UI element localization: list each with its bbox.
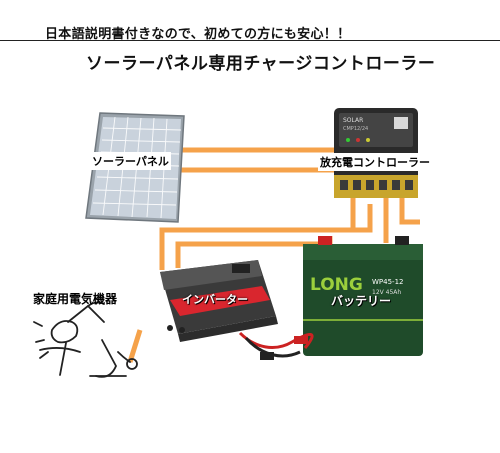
- home-appliance-sketch: [33, 301, 138, 378]
- header-divider: [0, 40, 500, 41]
- controller-model-text: CMP12/24: [343, 126, 368, 132]
- controller-brand-text: SOLAR: [343, 117, 363, 124]
- battery-icon: LONG WP45-12 12V 45Ah: [303, 236, 423, 356]
- wire-battery-inverter-inner: [159, 204, 373, 270]
- wire-inverter-appliance: [127, 329, 143, 363]
- battery-brand-text: LONG: [310, 275, 363, 295]
- battery-label: バッテリー: [331, 294, 392, 308]
- inverter-icon: [160, 260, 314, 360]
- wiring: [127, 147, 420, 363]
- inverter-label: インバーター: [182, 293, 248, 306]
- page-title: ソーラーパネル専用チャージコントローラー: [86, 54, 436, 74]
- subtitle: 日本語説明書付きなので、初めての方にも安心！！: [45, 27, 351, 42]
- battery-model-text: WP45-12: [372, 278, 403, 286]
- battery-spec-text: 12V 45Ah: [372, 289, 401, 296]
- home-appliance-label: 家庭用電気機器: [33, 292, 118, 306]
- controller-label: 放充電コントローラー: [318, 153, 432, 171]
- solar-panel-label: ソーラーパネル: [90, 152, 171, 170]
- wire-controller-battery-3: [399, 198, 420, 225]
- controller-usb-port: [394, 117, 408, 129]
